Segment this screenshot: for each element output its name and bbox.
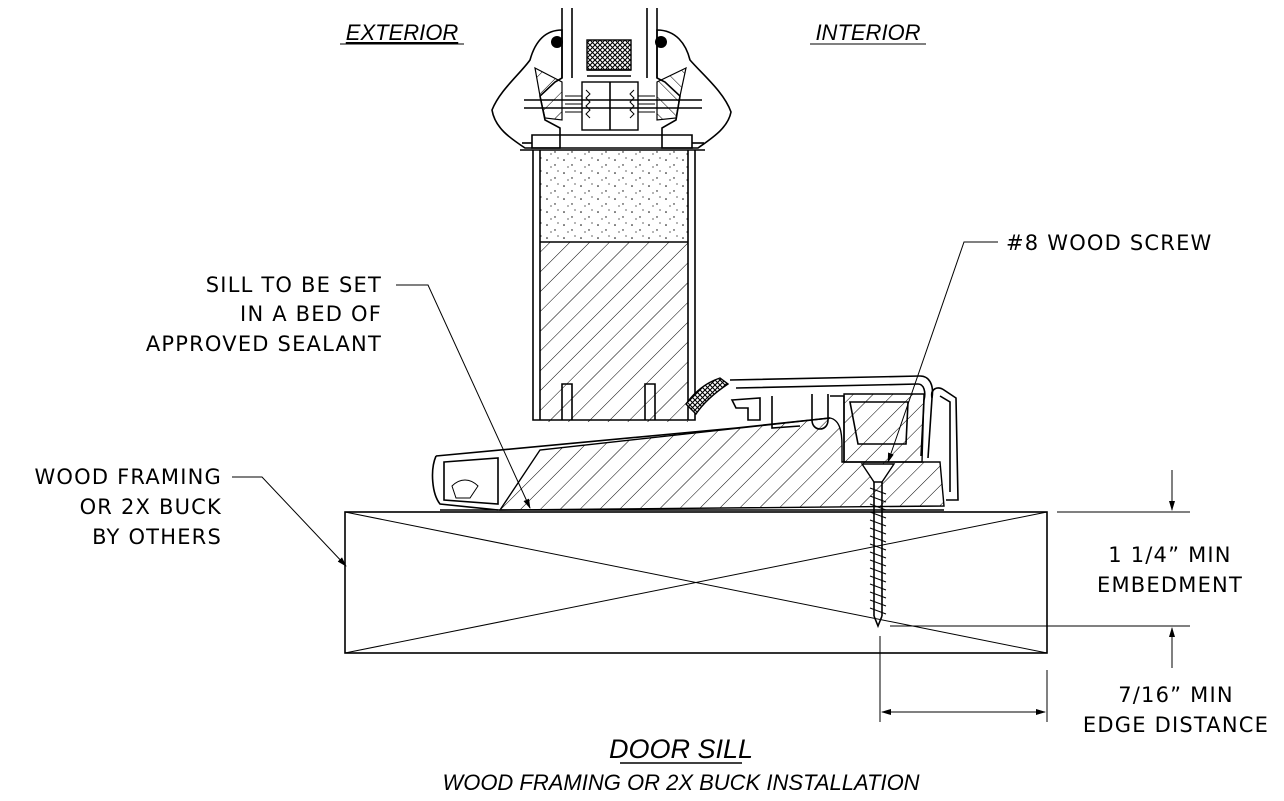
drawing-subtitle: WOOD FRAMING OR 2X BUCK INSTALLATION (442, 770, 919, 795)
label-interior: INTERIOR (815, 20, 920, 45)
label-sill-line2: IN A BED OF (240, 302, 382, 326)
door-bottom-rail (532, 150, 696, 422)
label-wood-line3: BY OTHERS (92, 525, 222, 549)
label-wood-line1: WOOD FRAMING (34, 465, 222, 489)
label-sill-line3: APPROVED SEALANT (146, 332, 382, 356)
label-screw: #8 WOOD SCREW (1006, 231, 1213, 255)
threshold-cap (729, 375, 959, 501)
leaders (232, 241, 998, 567)
door-sweep (685, 377, 730, 416)
wood-buck (344, 511, 1048, 654)
label-exterior: EXTERIOR (346, 20, 459, 45)
dimensions (879, 470, 1190, 722)
wood-screw (860, 463, 896, 629)
label-sill-line1: SILL TO BE SET (206, 273, 382, 297)
label-wood-line2: OR 2X BUCK (80, 495, 222, 519)
label-edge-line1: 7/16” MIN (1118, 683, 1234, 707)
label-embed-line2: EMBEDMENT (1097, 573, 1243, 597)
drawing-title: DOOR SILL (609, 734, 753, 764)
door-sill (431, 417, 945, 511)
label-embed-line1: 1 1/4” MIN (1108, 543, 1231, 567)
label-edge-line2: EDGE DISTANCE (1083, 713, 1269, 737)
glazing-frame (491, 8, 732, 151)
